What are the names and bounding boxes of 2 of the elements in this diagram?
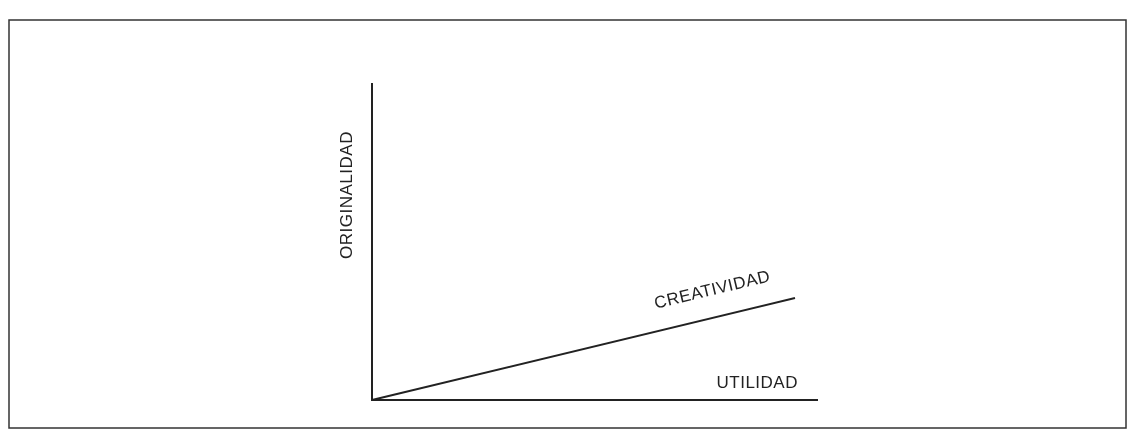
axis-label: UTILIDAD xyxy=(716,373,798,393)
axis-label: ORIGINALIDAD xyxy=(336,131,357,259)
